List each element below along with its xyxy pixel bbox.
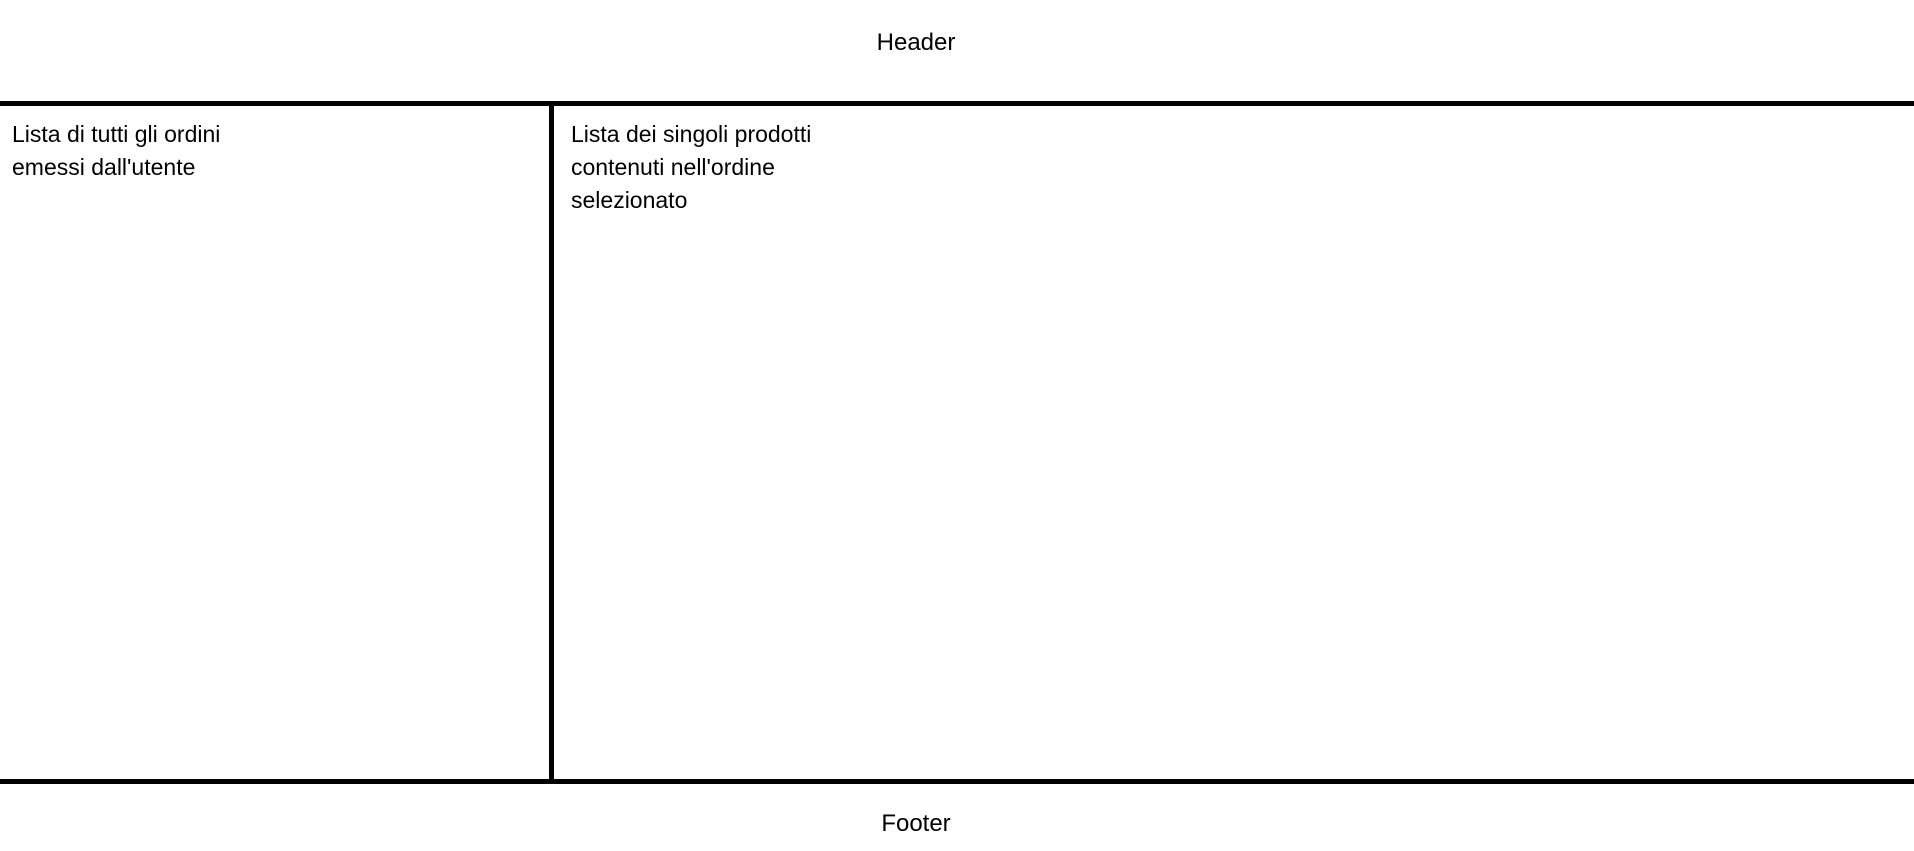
panel-divider-line [549,101,554,784]
order-products-panel-description: Lista dei singoli prodotti contenuti nel… [571,121,812,213]
footer-separator-line [0,779,1914,784]
footer-label: Footer [881,810,951,837]
header-label: Header [876,29,956,56]
orders-list-panel-description: Lista di tutti gli ordini emessi dall'ut… [12,121,221,180]
header-separator-line [0,101,1914,106]
